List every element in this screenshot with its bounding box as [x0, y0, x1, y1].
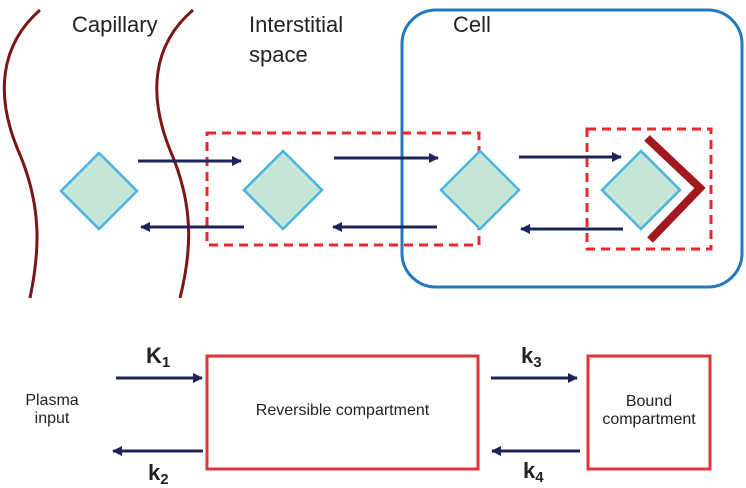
rate-k2-letter: k — [148, 460, 161, 485]
rate-k2: k2 — [148, 460, 169, 488]
rate-K1-letter: K — [146, 343, 162, 368]
rate-k3: k3 — [521, 343, 542, 371]
rate-k4-subscript: 4 — [535, 469, 544, 486]
plasma-input-line1: Plasma — [25, 392, 79, 409]
reversible-dashed-box — [205, 131, 481, 247]
rate-k4: k4 — [523, 458, 544, 486]
bound-compartment-label: Bound compartment — [588, 393, 710, 430]
bound-compartment-box — [586, 354, 712, 471]
interstitial-label-line2: space — [249, 42, 308, 67]
tracer-diamond-cell-entry — [439, 149, 521, 231]
reversible-compartment-label: Reversible compartment — [255, 402, 430, 419]
plasma-input-label: Plasma input — [12, 392, 92, 429]
capillary-wall-left — [2, 8, 41, 299]
rate-k2-subscript: 2 — [160, 471, 169, 488]
interstitial-label-line1: Interstitial — [249, 12, 344, 37]
bound-dashed-box — [585, 127, 713, 251]
tracer-diamond-plasma — [59, 151, 139, 231]
tracer-diamond-interstitial — [242, 149, 324, 231]
cell-label: Cell — [453, 12, 491, 37]
capillary-wall-right — [155, 8, 194, 299]
tracer-diamond-bound — [600, 149, 682, 231]
rate-K1: K1 — [146, 343, 170, 371]
rate-k3-letter: k — [521, 343, 534, 368]
bound-compartment-line2: compartment — [602, 411, 696, 429]
cell-boundary — [400, 8, 744, 289]
bound-compartment-line1: Bound — [625, 393, 673, 410]
rate-k3-subscript: 3 — [533, 354, 542, 371]
reversible-compartment-box — [205, 354, 480, 471]
rate-K1-subscript: 1 — [161, 354, 171, 371]
plasma-input-line2: input — [34, 410, 70, 428]
capillary-label: Capillary — [72, 12, 158, 37]
rate-k4-letter: k — [523, 458, 536, 483]
receptor-chevron — [644, 135, 706, 243]
